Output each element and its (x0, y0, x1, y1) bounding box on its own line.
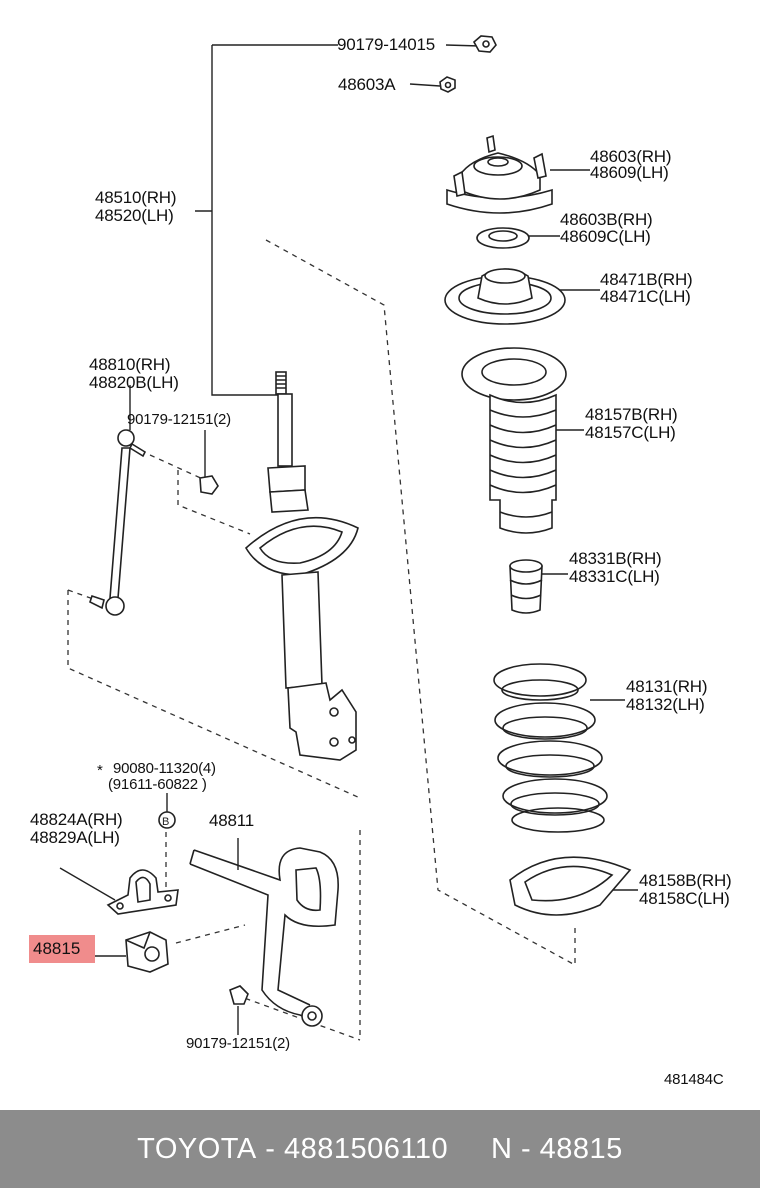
footer-bar: TOYOTA - 4881506110 N - 48815 (0, 1110, 760, 1188)
label-bushing: 48815 (33, 939, 81, 958)
assembly-outlines (67, 239, 576, 1041)
label-insulator-lh: 48158C(LH) (639, 889, 730, 908)
label-coil-lh: 48132(LH) (626, 695, 705, 714)
label-bolt-star: * (97, 762, 103, 779)
label-stop-lh: 48331C(LH) (569, 567, 660, 586)
bumper-boot (461, 347, 567, 534)
upper-spring-seat (444, 268, 566, 325)
upper-support (446, 134, 553, 214)
label-bracket-lh: 48829A(LH) (30, 828, 120, 847)
label-insulator-rh: 48158B(RH) (639, 871, 732, 890)
label-spring-seat-lh: 48471C(LH) (600, 287, 691, 306)
label-strut-lh: 48520(LH) (95, 206, 174, 225)
label-support-rh: 48603(RH) (590, 147, 672, 166)
footer-sep1: - (256, 1132, 284, 1165)
bushing-48815 (125, 931, 169, 973)
label-bumper-boot-lh: 48157C(LH) (585, 423, 676, 442)
label-link-lh: 48820B(LH) (89, 373, 179, 392)
bracket (106, 869, 179, 915)
label-stabilizer-bar: 48811 (209, 811, 255, 830)
bolt-b: B (158, 811, 176, 829)
label-bracket-rh: 48824A(RH) (30, 810, 123, 829)
label-diagram-code: 481484C (664, 1071, 724, 1088)
footer-sep2: - (512, 1132, 540, 1165)
label-support-lh: 48609(LH) (590, 163, 669, 182)
label-nut-top: 90179-14015 (337, 35, 436, 54)
label-stop-rh: 48331B(RH) (569, 549, 662, 568)
label-link-rh: 48810(RH) (89, 355, 171, 374)
stabilizer-link (89, 429, 219, 616)
diagram-drawing: B (59, 35, 638, 1041)
footer-ref: 48815 (539, 1132, 623, 1165)
lower-insulator (509, 856, 632, 916)
footer-gap (448, 1133, 491, 1166)
shock-absorber (244, 371, 359, 761)
label-bottom-nut: 90179-12151(2) (186, 1035, 290, 1052)
label-bolt-line1: 90080-11320(4) (113, 760, 216, 777)
nut-90179-14015 (472, 35, 497, 53)
label-link-nut: 90179-12151(2) (127, 411, 231, 428)
coil-spring (493, 663, 608, 833)
label-strut-rh: 48510(RH) (95, 188, 177, 207)
footer-prefix: N (490, 1132, 513, 1165)
footer-part-number: 4881506110 (284, 1132, 449, 1165)
label-nut-48603a: 48603A (338, 75, 396, 94)
label-coil-rh: 48131(RH) (626, 677, 708, 696)
footer-text: TOYOTA - 4881506110 N - 48815 (0, 1110, 760, 1188)
stabilizer-bar (189, 847, 339, 1027)
highlight-box (29, 935, 95, 963)
nut-bottom (229, 985, 249, 1005)
label-bearing-lh: 48609C(LH) (560, 227, 651, 246)
bound-stopper (509, 559, 543, 614)
label-bolt-line2: (91611-60822 ) (108, 776, 207, 793)
nut-48603a (439, 76, 456, 93)
bearing (476, 227, 530, 249)
label-spring-seat-rh: 48471B(RH) (600, 270, 693, 289)
footer-brand: TOYOTA (137, 1132, 257, 1165)
svg-text:B: B (162, 816, 169, 828)
parts-diagram: B 90179-14015 48603A (29, 35, 732, 1088)
label-bearing-rh: 48603B(RH) (560, 210, 653, 229)
label-bumper-boot-rh: 48157B(RH) (585, 405, 678, 424)
